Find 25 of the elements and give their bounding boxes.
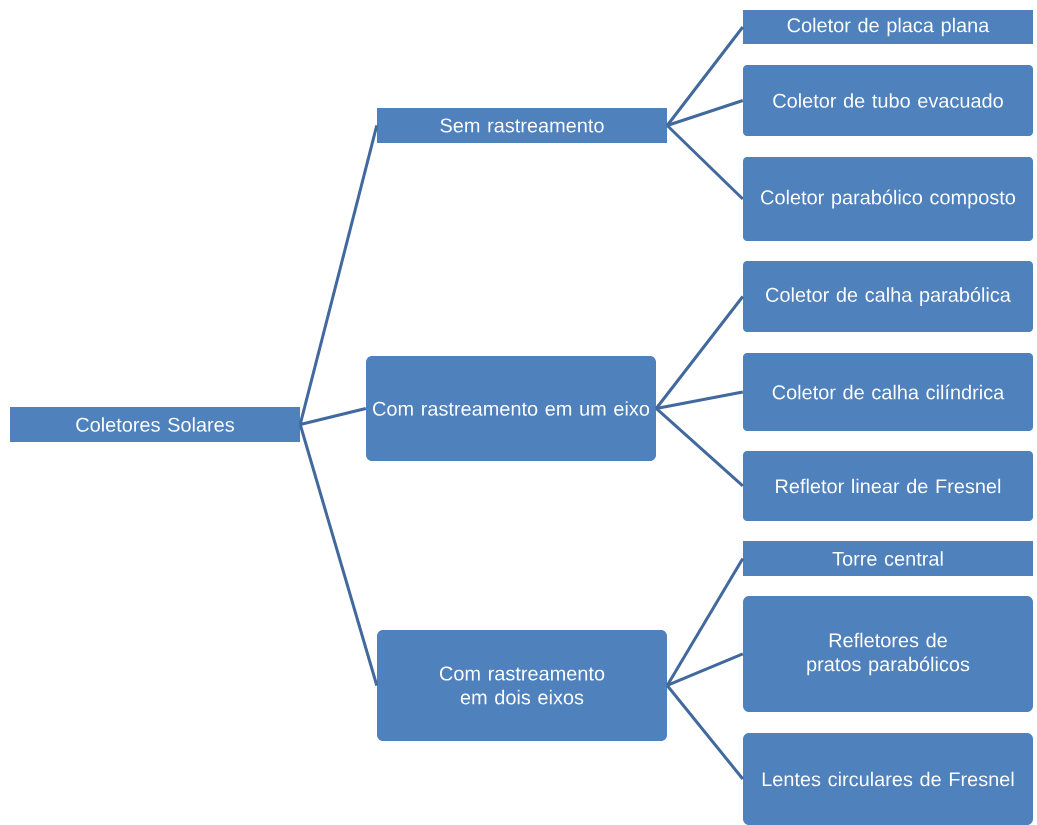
process-box: Com rastreamento em dois eixos — [377, 630, 667, 741]
connector-line — [666, 124, 744, 201]
process-box: Coletor de calha cilíndrica — [743, 353, 1033, 431]
process-box: Coletor de tubo evacuado — [743, 65, 1033, 136]
process-box: Lentes circulares de Fresnel — [743, 733, 1033, 825]
connector-line — [655, 407, 744, 488]
process-box: Sem rastreamento — [377, 108, 667, 143]
connector-line — [299, 407, 367, 426]
process-box: Refletores de pratos parabólicos — [743, 596, 1033, 712]
connector-line — [665, 557, 745, 687]
process-box: Coletor de calha parabólica — [743, 261, 1033, 332]
connector-line — [666, 99, 744, 127]
connector-line — [655, 295, 744, 410]
connector-line — [666, 652, 744, 687]
process-box: Torre central — [743, 541, 1033, 576]
process-box: Coletor de placa plana — [743, 10, 1033, 44]
connector-line — [666, 684, 744, 780]
process-box: Com rastreamento em um eixo — [366, 356, 656, 461]
connector-line — [666, 26, 744, 127]
process-box: Coletor parabólico composto — [743, 157, 1033, 241]
connector-line — [298, 424, 379, 686]
connector-line — [655, 390, 744, 410]
connector-line — [298, 125, 379, 425]
process-box: Refletor linear de Fresnel — [743, 451, 1033, 521]
process-box: Coletores Solares — [10, 407, 300, 442]
